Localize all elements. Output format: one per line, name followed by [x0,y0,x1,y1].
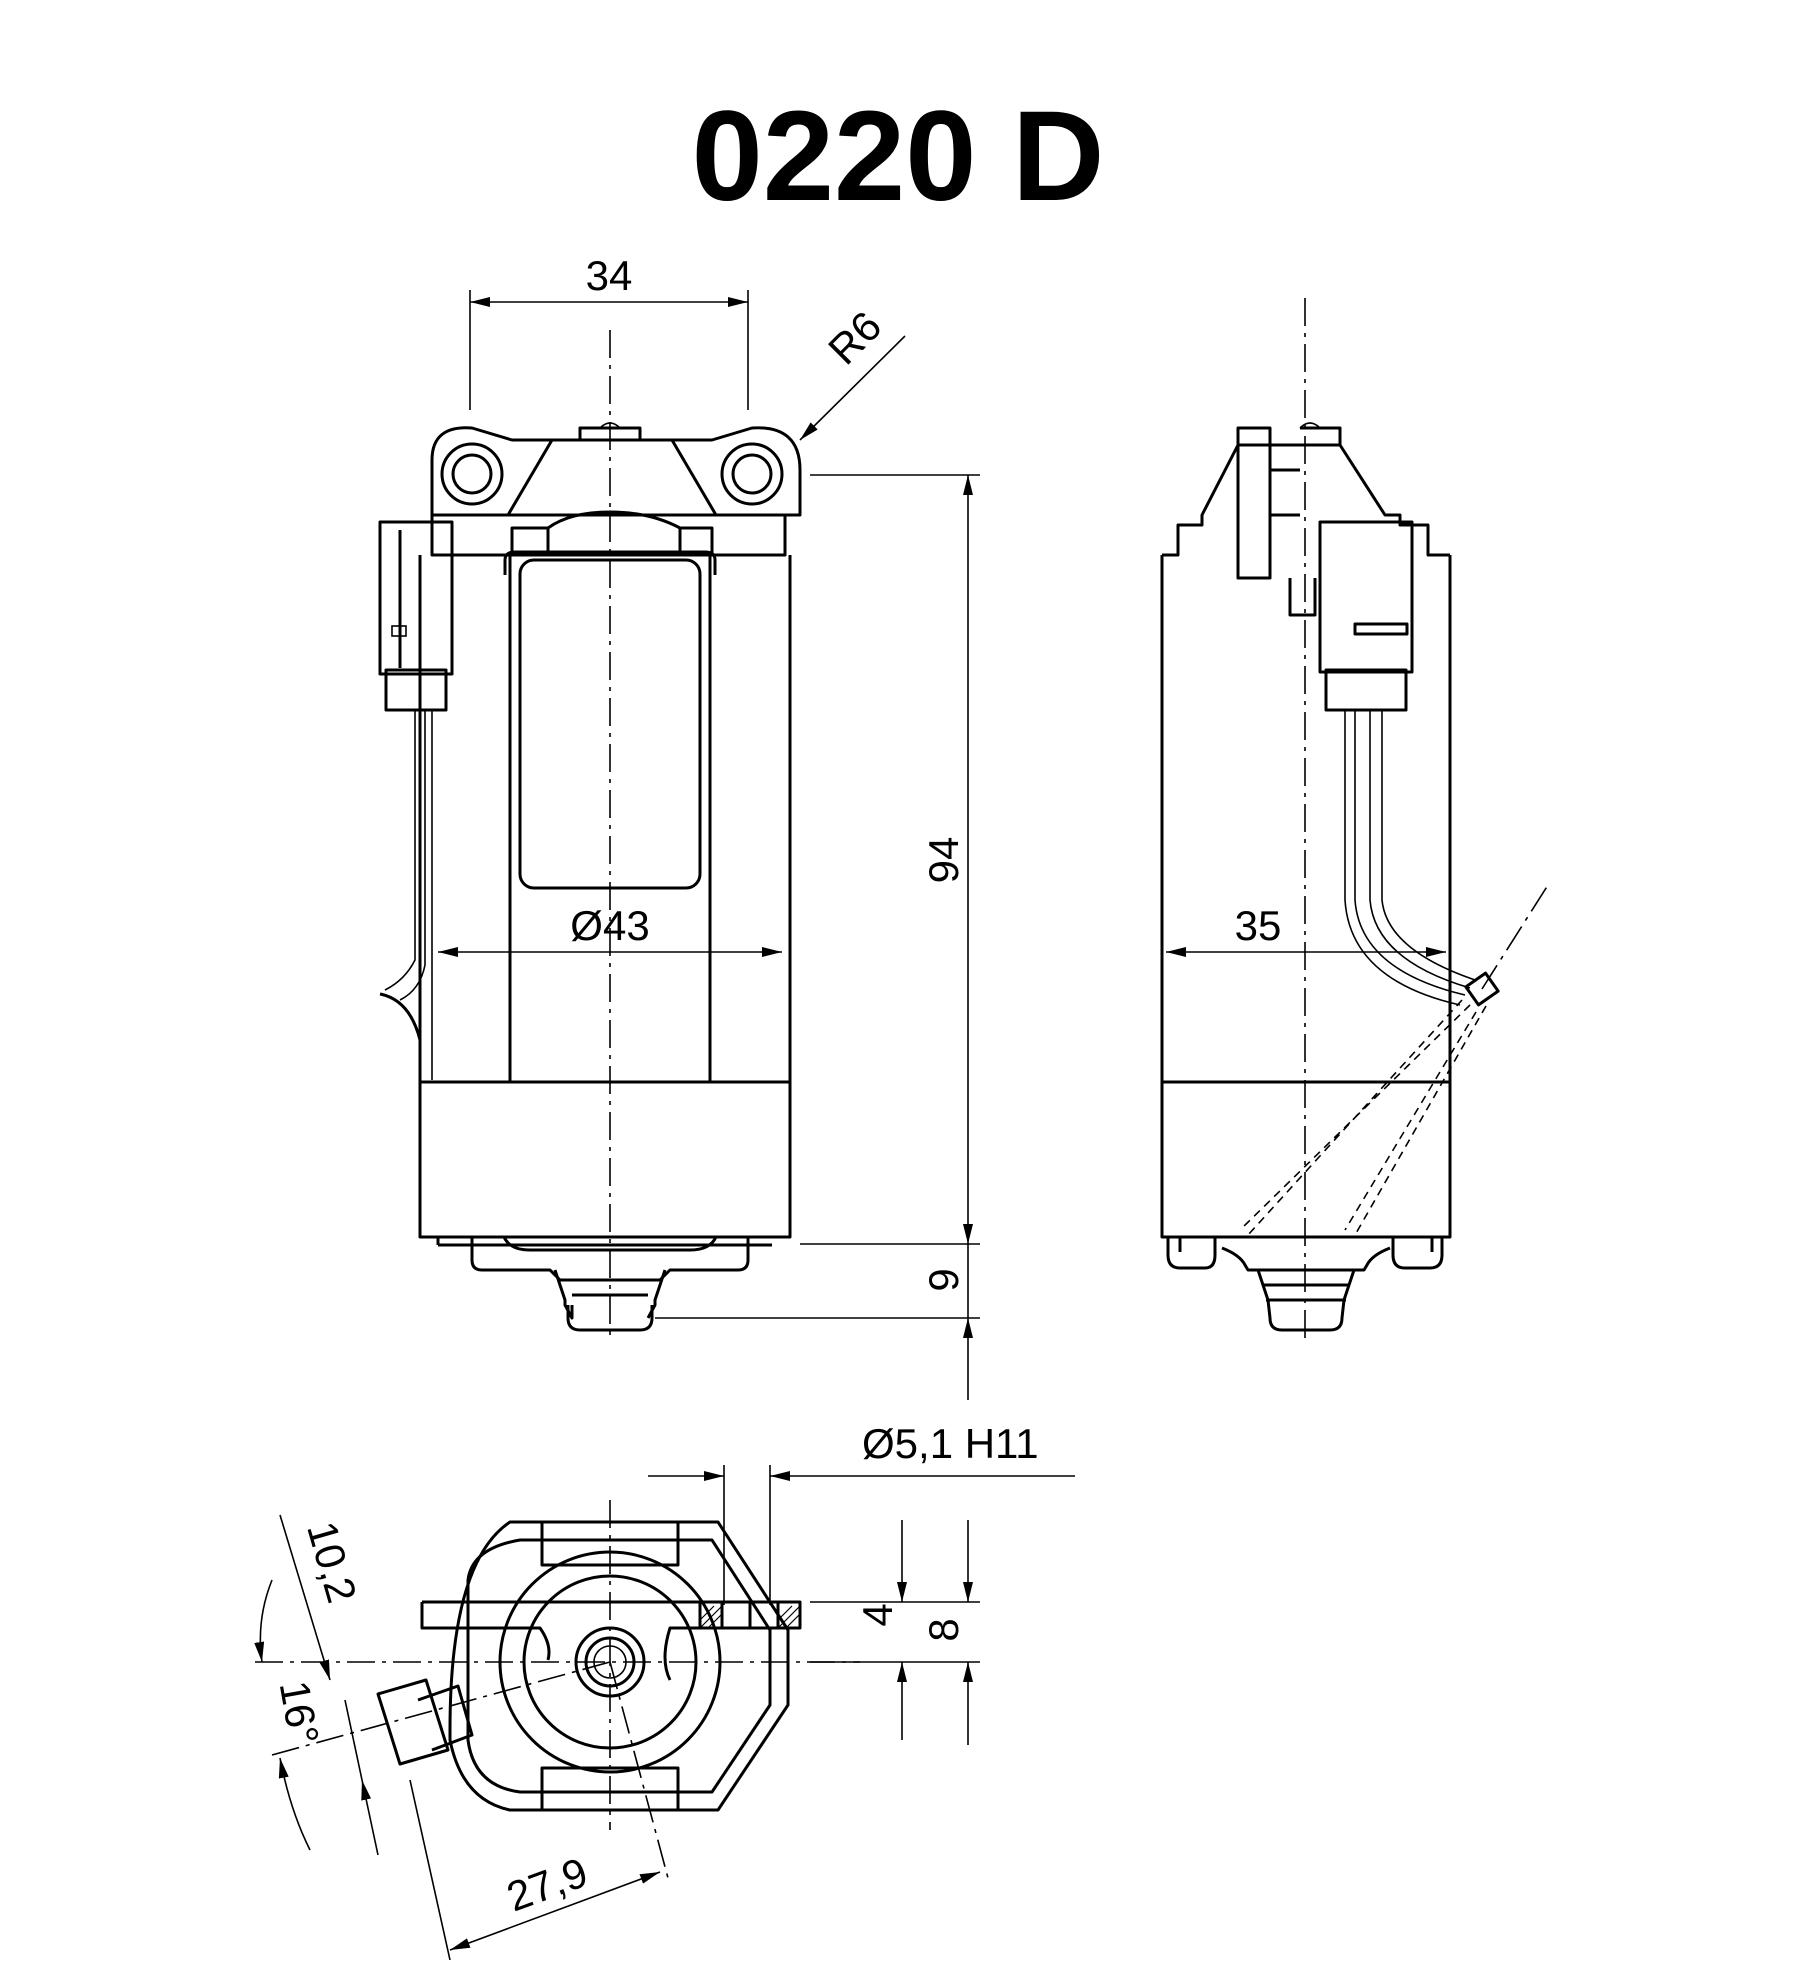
dim-radius-r6: R6 [819,302,890,373]
hatch-section [699,1605,801,1629]
front-view [378,330,802,1340]
dim-length-94: 94 [920,837,967,884]
dim-offset-10-2: 10,2 [298,1516,366,1608]
dim-shaft-9: 9 [920,1268,967,1291]
dim-width-34: 34 [586,252,633,299]
dim-depth-35: 35 [1235,902,1282,949]
side-view [1160,298,1549,1340]
dim-hole-diameter: Ø5,1 H11 [862,1420,1039,1467]
dim-diameter-43: Ø43 [570,902,649,949]
dim-angle-16: 16° [271,1677,328,1748]
dim-distance-27-9: 27,9 [501,1848,594,1920]
dimensions: 34 R6 94 9 Ø43 35 Ø5,1 H11 4 8 [254,252,1446,1961]
drawing-title: 0220 D [692,85,1105,228]
bottom-view [255,1500,860,1879]
dim-offset-8: 8 [920,1618,967,1641]
dim-offset-4: 4 [854,1603,901,1626]
